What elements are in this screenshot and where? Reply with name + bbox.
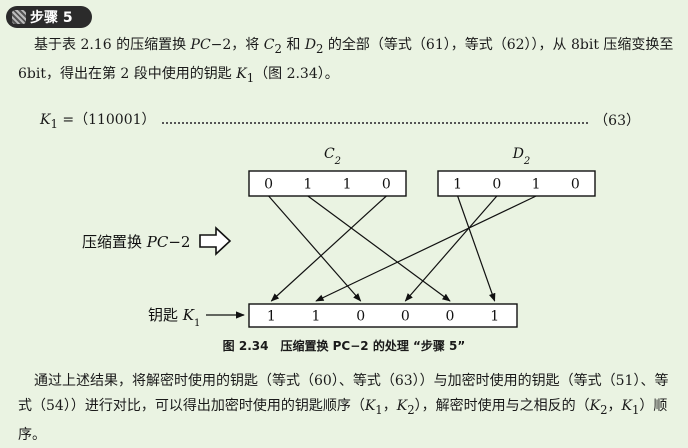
intro-paragraph: 基于表 2.16 的压缩置换 PC−2，将 C2 和 D2 的全部（等式（61）… (18, 37, 674, 85)
c2-label: C2 (324, 146, 341, 167)
permutation-arrow (268, 195, 362, 302)
k1-bit: 1 (490, 309, 499, 325)
equation-number: （63） (594, 113, 640, 129)
equation-63: K1 =（110001） （63） (40, 108, 640, 132)
c2-bit: 0 (382, 177, 391, 193)
permutation-arrow (307, 195, 451, 302)
c2-box (248, 170, 407, 197)
pc2-arrow-icon (199, 226, 232, 256)
k1-bit: 1 (267, 309, 276, 325)
step-badge: 步骤 5 (6, 6, 92, 28)
permutation-arrow (315, 195, 537, 302)
c2-bit: 1 (303, 177, 312, 193)
step-label: 步骤 5 (30, 10, 73, 26)
equation-leader-dots (161, 122, 589, 124)
k1-bit: 0 (446, 309, 455, 325)
d2-bit: 1 (453, 177, 462, 193)
c2-bit: 0 (264, 177, 273, 193)
d2-label: D2 (512, 146, 531, 167)
d2-bit: 0 (571, 177, 580, 193)
figure-caption: 图 2.34 压缩置换 PC−2 的处理 “步骤 5” (222, 339, 466, 353)
permutation-arrow (404, 195, 498, 302)
k1-box (248, 303, 518, 328)
permutation-arrow (457, 195, 496, 302)
equation-lhs: K1 =（110001） (40, 112, 156, 131)
step-badge-icon (12, 10, 26, 24)
k1-bit: 0 (356, 309, 365, 325)
d2-box (437, 170, 596, 197)
permutation-arrow (270, 195, 387, 302)
d2-bit: 0 (492, 177, 501, 193)
k1-bit: 1 (312, 309, 321, 325)
pc2-label: 压缩置换 PC−2 (82, 233, 190, 251)
k1-bit: 0 (401, 309, 410, 325)
conclusion-paragraph: 通过上述结果，将解密时使用的钥匙（等式（60）、等式（63））与加密时使用的钥匙… (18, 373, 669, 443)
key-label: 钥匙 K1 (148, 306, 200, 329)
c2-bit: 1 (343, 177, 352, 193)
d2-bit: 1 (532, 177, 541, 193)
